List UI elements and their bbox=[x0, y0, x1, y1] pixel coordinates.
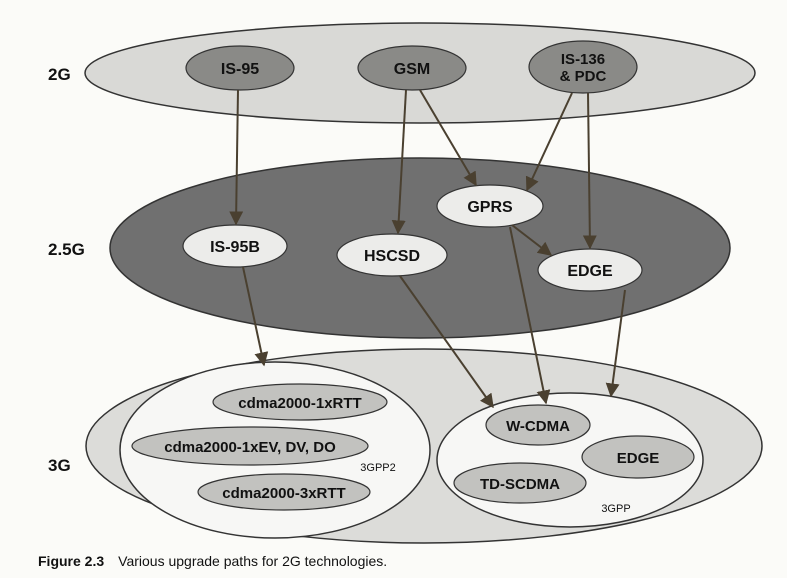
figure-caption-text: Various upgrade paths for 2G technologie… bbox=[118, 553, 388, 569]
arrow-is136-to-edge bbox=[582, 92, 597, 250]
arrow-gsm-to-gprs bbox=[419, 89, 477, 187]
arrow-is95-to-is95b bbox=[229, 89, 244, 226]
node-cdma2000-1xev bbox=[131, 426, 369, 466]
node-cdma2000-3xrtt bbox=[197, 473, 371, 511]
node-is-136-label-line2: & PDC bbox=[560, 68, 607, 85]
node-cdma2000-1xrtt-label: cdma2000-1xRTT bbox=[238, 395, 361, 412]
node-w-cdma bbox=[485, 404, 591, 446]
group-3gpp2-label: 3GPP2 bbox=[360, 462, 395, 474]
node-gprs bbox=[436, 184, 544, 228]
node-cdma2000-1xev-label: cdma2000-1xEV, DV, DO bbox=[164, 439, 336, 456]
generation-label-3g: 3G bbox=[48, 456, 71, 475]
node-is-136-label-line1: IS-136 bbox=[561, 51, 605, 68]
node-cdma2000-3xrtt-label: cdma2000-3xRTT bbox=[222, 485, 345, 502]
arrow-gsm-to-hscsd bbox=[391, 89, 407, 235]
node-gsm-label: GSM bbox=[394, 61, 430, 78]
node-is-136-pdc bbox=[528, 40, 638, 94]
arrow-is95b-to-3gpp2 bbox=[242, 266, 269, 367]
arrow-group bbox=[229, 89, 626, 409]
node-td-scdma bbox=[453, 462, 587, 504]
node-cdma2000-1xrtt bbox=[212, 383, 388, 421]
node-w-cdma-label: W-CDMA bbox=[506, 418, 570, 435]
figure-number: Figure 2.3 bbox=[38, 553, 105, 569]
arrow-gprs-to-wcdma bbox=[509, 226, 551, 405]
arrow-edge-to-3gpp bbox=[605, 289, 626, 398]
node-gprs-label: GPRS bbox=[467, 199, 513, 216]
node-td-scdma-label: TD-SCDMA bbox=[480, 476, 560, 493]
figure-caption: Figure 2.3 Various upgrade paths for 2G t… bbox=[38, 553, 387, 569]
arrow-gprs-to-edge bbox=[511, 224, 553, 256]
node-hscsd-label: HSCSD bbox=[364, 248, 420, 265]
node-is-95 bbox=[185, 45, 295, 91]
node-edge-3g bbox=[581, 435, 695, 479]
generation-label-2g: 2G bbox=[48, 65, 71, 84]
arrow-hscsd-to-wcdma bbox=[399, 275, 494, 409]
node-is-95b-label: IS-95B bbox=[210, 239, 260, 256]
node-edge-3g-label: EDGE bbox=[617, 450, 660, 467]
arrow-is136-to-gprs bbox=[525, 92, 573, 192]
node-gsm bbox=[357, 45, 467, 91]
node-edge-2-5g-label: EDGE bbox=[567, 263, 613, 280]
node-is-95-label: IS-95 bbox=[221, 61, 259, 78]
group-3gpp-label: 3GPP bbox=[601, 503, 630, 515]
generation-label-2-5g: 2.5G bbox=[48, 240, 85, 259]
